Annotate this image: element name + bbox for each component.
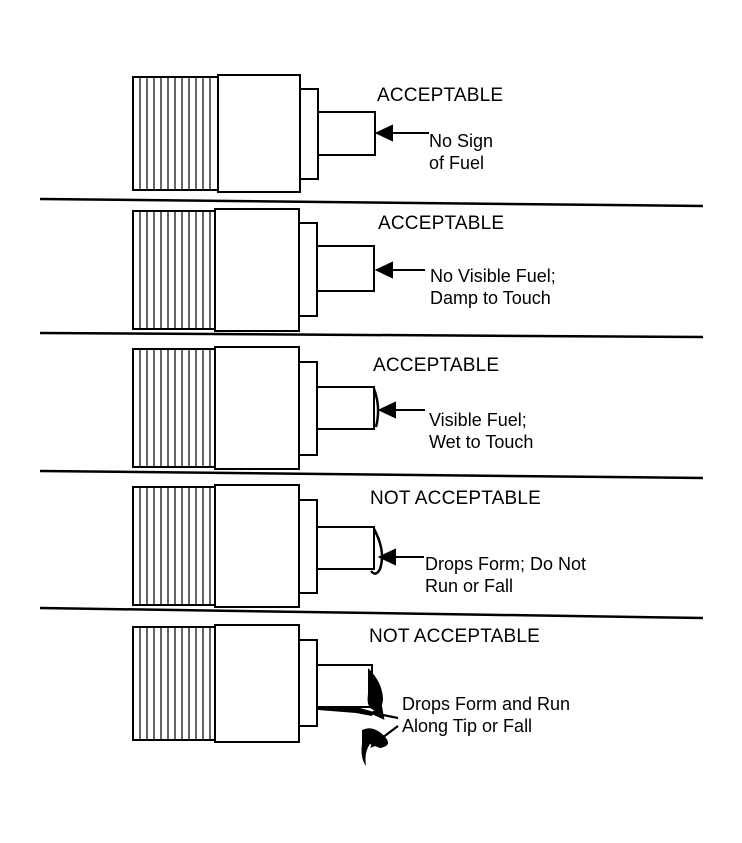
fitting-4: [132, 484, 384, 608]
hex-body: [217, 74, 301, 193]
panel-3-description-line-1: Visible Fuel;: [429, 410, 527, 430]
fuel-drop: [370, 528, 384, 575]
panel-3-description: Visible Fuel; Wet to Touch: [429, 409, 533, 453]
thread-ridges: [139, 349, 211, 467]
collar: [298, 499, 318, 594]
injector-tip: [316, 664, 373, 708]
panel-separator: [39, 197, 704, 208]
panel-4-description: Drops Form; Do Not Run or Fall: [425, 553, 586, 597]
collar: [298, 222, 318, 317]
thread-ridges: [139, 487, 211, 605]
arrow-5: [369, 705, 399, 748]
panel-1-description: No Sign of Fuel: [429, 130, 493, 174]
panel-3-description-line-2: Wet to Touch: [429, 432, 534, 452]
hex-body: [214, 208, 300, 332]
thread-ridges: [139, 211, 211, 329]
injector-tip: [316, 526, 375, 570]
fuel-film: [372, 388, 380, 428]
injector-tip: [316, 245, 375, 292]
arrow-3: [377, 401, 425, 419]
arrow-1: [374, 124, 429, 142]
threaded-section: [132, 486, 216, 606]
fuel-run-along-tip: [318, 706, 374, 716]
panel-2-status: ACCEPTABLE: [378, 213, 505, 234]
panel-2-description-line-1: No Visible Fuel;: [430, 266, 556, 286]
hex-body: [214, 484, 300, 608]
fitting-3: [132, 346, 380, 470]
panel-5-status: NOT ACCEPTABLE: [369, 626, 541, 647]
hex-body: [214, 346, 300, 470]
panel-separator: [39, 606, 704, 620]
fitting-2: [132, 208, 375, 332]
thread-ridges: [139, 77, 211, 190]
fitting-1: [132, 74, 376, 193]
panel-4-description-line-1: Drops Form; Do Not: [425, 554, 587, 574]
panel-2-description-line-2: Damp to Touch: [430, 288, 551, 308]
threaded-section: [132, 626, 216, 741]
arrow-2: [374, 261, 425, 279]
fitting-5: [132, 624, 373, 743]
panel-5-description-line-1: Drops Form and Run: [402, 694, 571, 714]
panel-4-status: NOT ACCEPTABLE: [370, 488, 542, 509]
thread-ridges: [139, 627, 211, 740]
fuel-drop-tip: [367, 668, 383, 710]
panel-1-description-line-2: of Fuel: [429, 153, 485, 173]
hex-body: [214, 624, 300, 743]
injector-tip: [317, 111, 376, 156]
panel-separator: [39, 469, 704, 480]
panel-1-status: ACCEPTABLE: [377, 85, 504, 106]
fuel-drop-falling: [361, 728, 388, 766]
injector-tip: [316, 386, 375, 430]
panel-5-description-line-2: Along Tip or Fall: [402, 716, 533, 736]
collar: [299, 88, 319, 180]
arrow-4: [377, 548, 424, 566]
threaded-section: [132, 348, 216, 468]
panel-4-description-line-2: Run or Fall: [425, 576, 514, 596]
threaded-section: [132, 210, 216, 330]
panel-2-description: No Visible Fuel; Damp to Touch: [430, 265, 556, 309]
collar: [298, 639, 318, 727]
pointer-arrows: [369, 124, 429, 748]
panel-5-description: Drops Form and Run Along Tip or Fall: [402, 693, 570, 737]
collar: [298, 361, 318, 456]
panel-1-description-line-1: No Sign: [429, 131, 494, 151]
panel-3-status: ACCEPTABLE: [373, 355, 500, 376]
panel-separator: [39, 331, 704, 339]
threaded-section: [132, 76, 219, 191]
